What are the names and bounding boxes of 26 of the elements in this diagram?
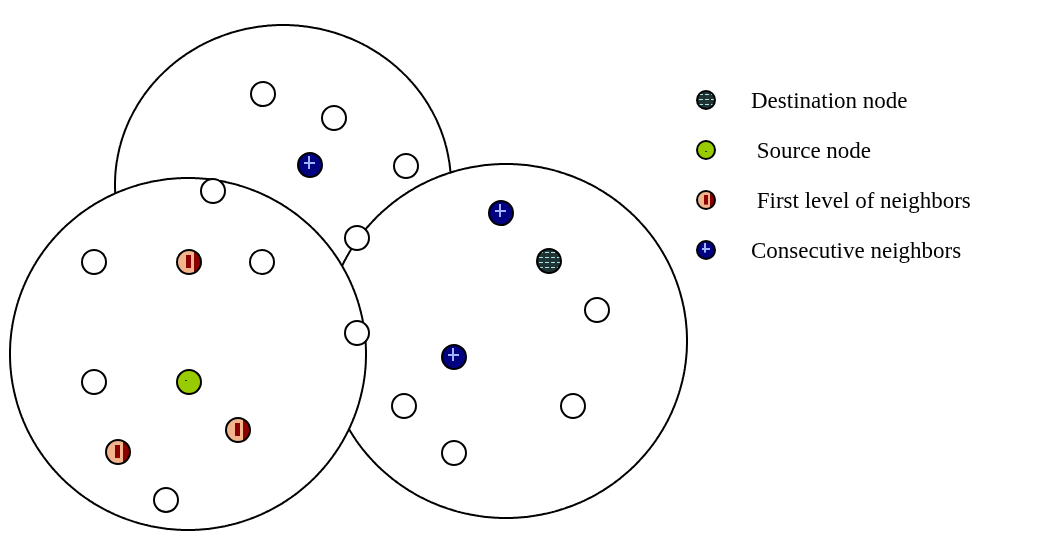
network-node [225, 417, 251, 443]
legend-label: Destination node [751, 88, 908, 114]
network-node [393, 153, 419, 179]
network-node [200, 178, 226, 204]
network-node [584, 297, 610, 323]
network-node [488, 200, 514, 226]
network-node [560, 393, 586, 419]
network-node [344, 225, 370, 251]
legend-label: Consecutive neighbors [751, 238, 962, 264]
network-node [176, 369, 202, 395]
legend-label: Source node [755, 138, 872, 164]
network-node [344, 320, 370, 346]
network-node [297, 152, 323, 178]
network-node [176, 249, 202, 275]
network-node [321, 105, 347, 131]
network-node [105, 439, 131, 465]
legend-label: First level of neighbors [755, 188, 971, 214]
network-node [250, 81, 276, 107]
network-node [153, 487, 179, 513]
network-node [441, 440, 467, 466]
network-node [441, 344, 467, 370]
network-node [81, 369, 107, 395]
network-node [249, 249, 275, 275]
network-node [391, 393, 417, 419]
network-node [81, 249, 107, 275]
network-node [536, 248, 562, 274]
